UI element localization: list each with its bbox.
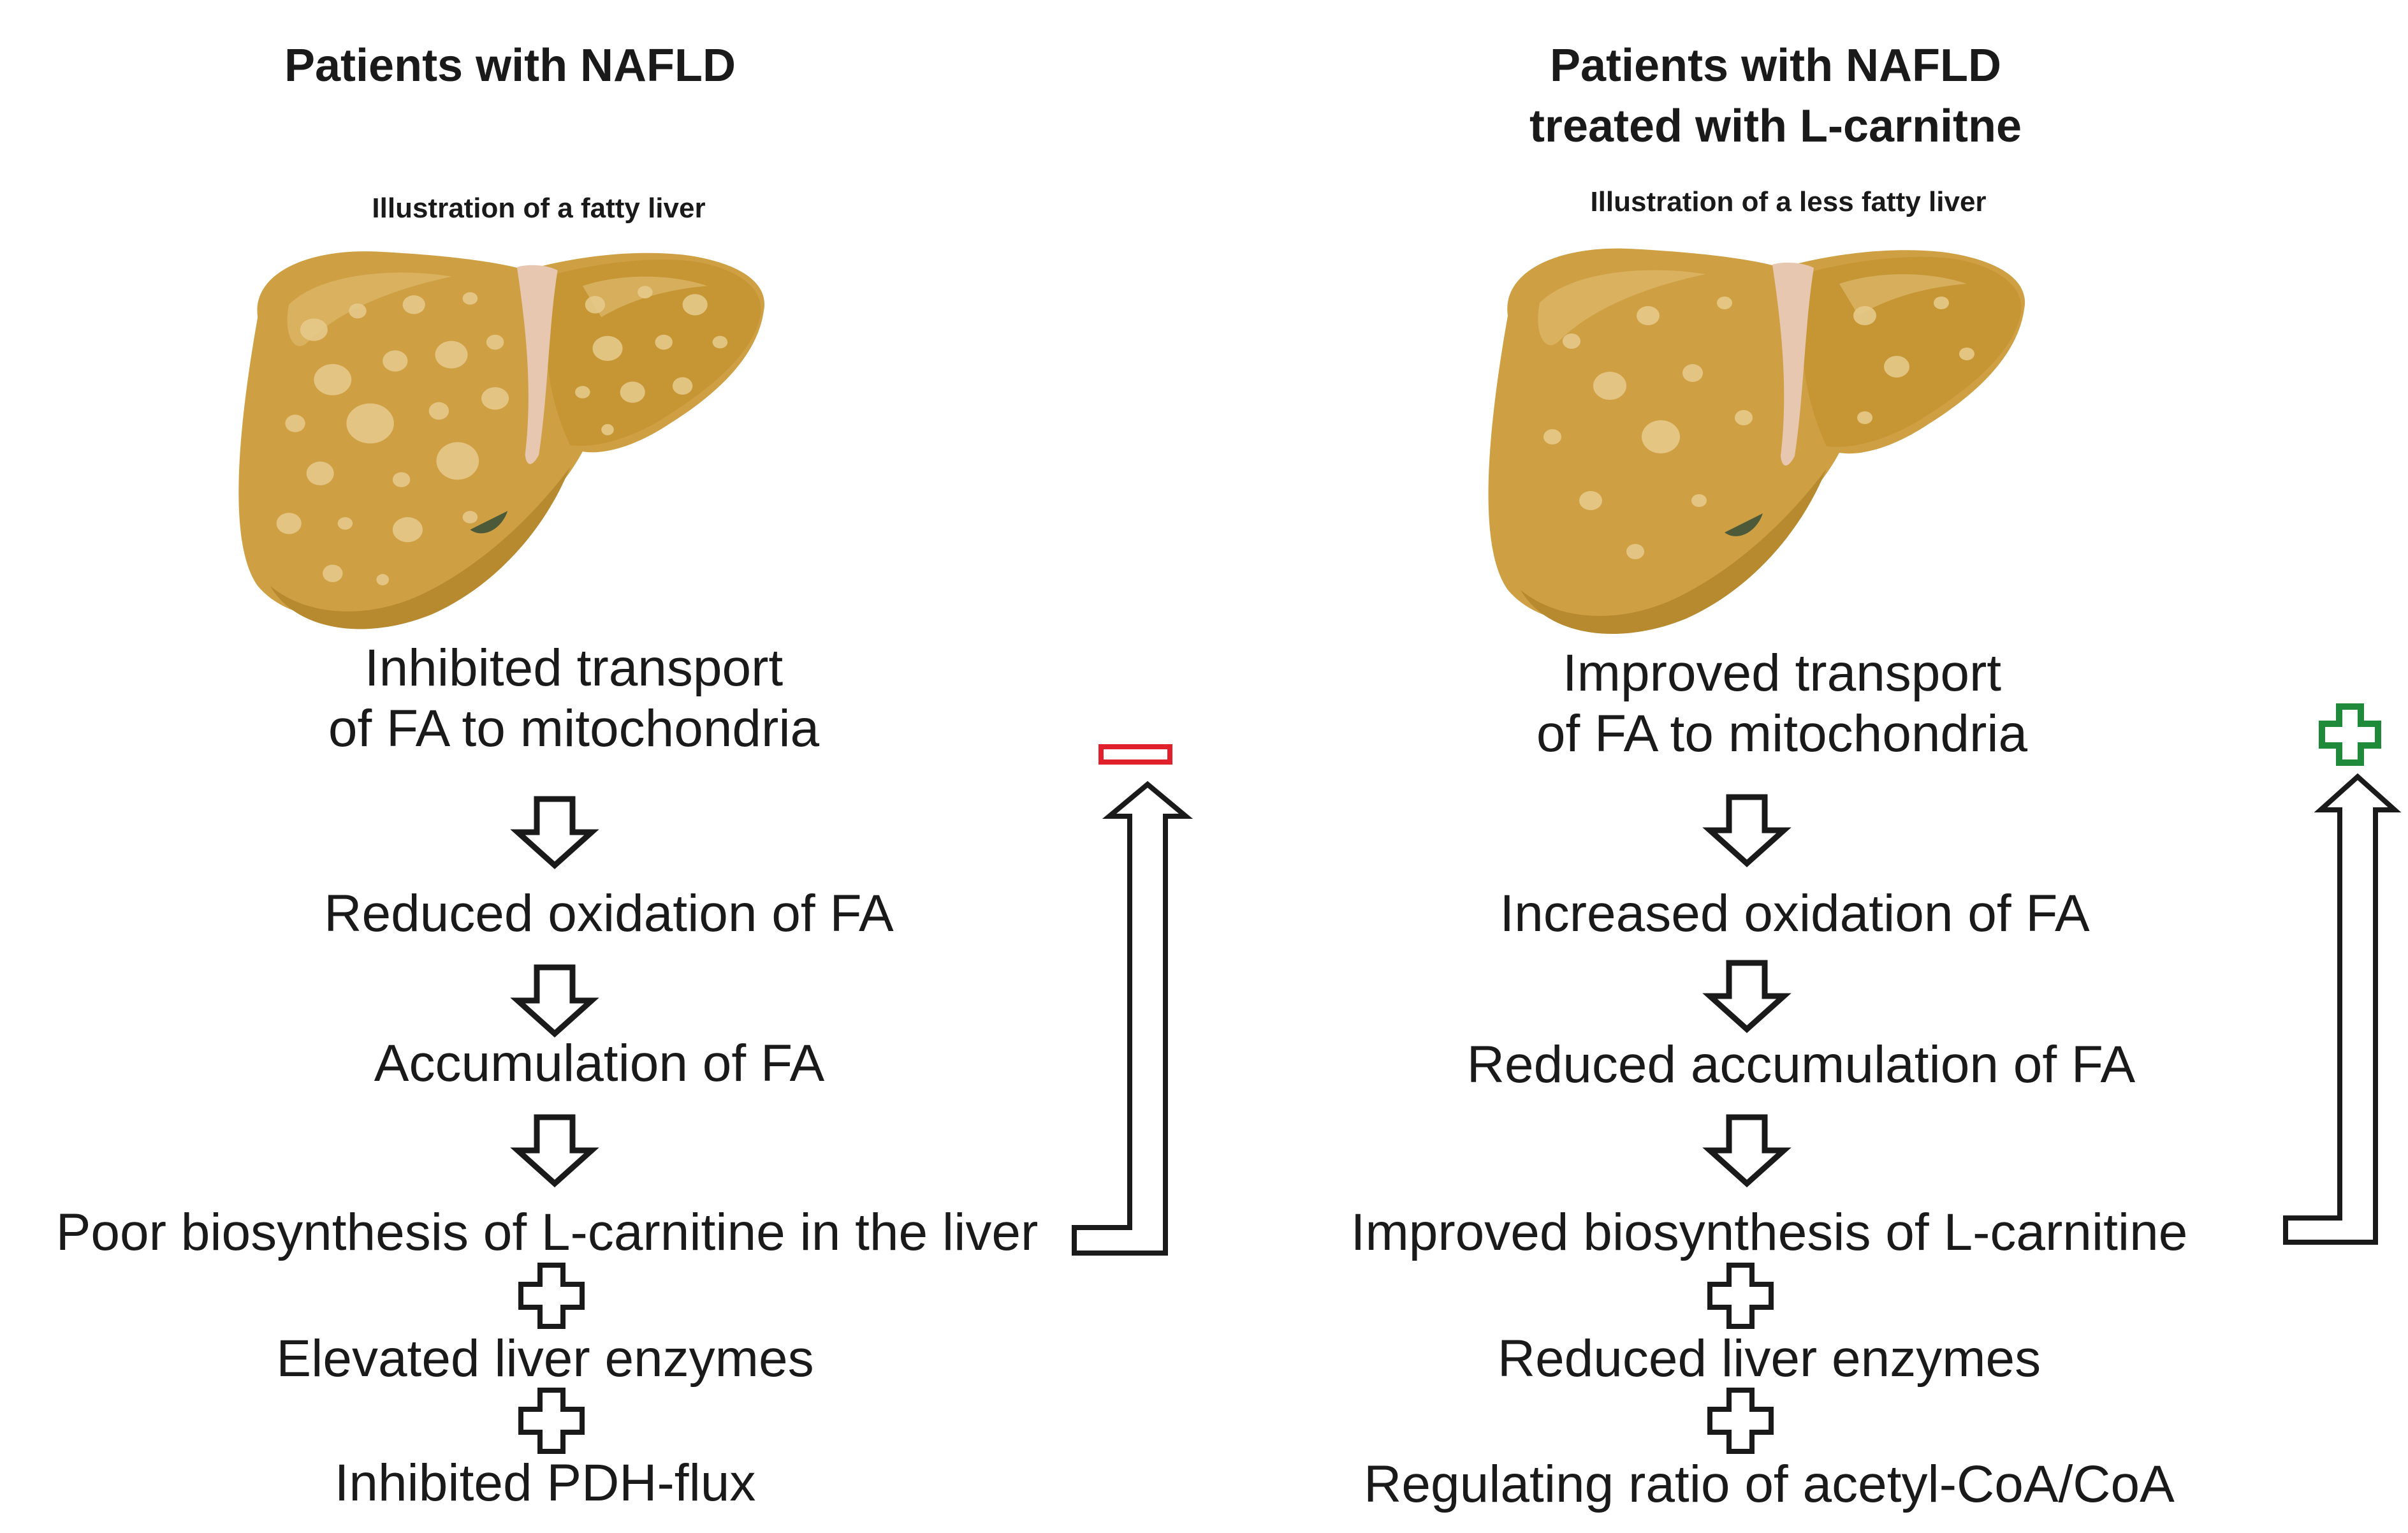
left-feedback-arrow-icon xyxy=(1072,781,1193,1256)
left-plus-icon-1 xyxy=(521,1265,582,1326)
left-step-enzymes: Elevated liver enzymes xyxy=(276,1330,814,1388)
right-title-line2: treated with L-carnitne xyxy=(1529,101,2022,152)
left-step-transport-line2: of FA to mitochondria xyxy=(328,700,820,758)
right-plus-feedback-icon xyxy=(2319,703,2381,766)
left-step-biosynthesis: Poor biosynthesis of L-carnitine in the … xyxy=(55,1203,1039,1261)
right-down-arrow-icon-1 xyxy=(1710,797,1784,863)
right-step-accumulation: Reduced accumulation of FA xyxy=(1466,1036,2136,1094)
left-down-arrow-icon-1 xyxy=(518,799,592,865)
left-step-pdh-flux: Inhibited PDH-flux xyxy=(334,1454,756,1512)
left-liver-caption: Illustration of a fatty liver xyxy=(372,193,706,224)
left-fatty-liver-illustration xyxy=(238,251,765,629)
right-down-arrow-icon-2 xyxy=(1710,963,1784,1029)
right-title-line1: Patients with NAFLD xyxy=(1549,40,2002,91)
left-plus-icon-2 xyxy=(521,1390,582,1451)
right-step-transport-line2: of FA to mitochondria xyxy=(1536,705,2028,763)
right-plus-icon-2 xyxy=(1710,1390,1771,1451)
right-feedback-arrow-icon xyxy=(2283,773,2402,1245)
right-step-acetyl-coa: Regulating ratio of acetyl-CoA/CoA xyxy=(1364,1455,2175,1513)
right-step-transport-line1: Improved transport xyxy=(1562,644,2002,702)
left-step-accumulation: Accumulation of FA xyxy=(374,1034,825,1092)
right-less-fatty-liver-illustration xyxy=(1488,248,2025,634)
left-step-oxidation: Reduced oxidation of FA xyxy=(324,884,894,943)
right-plus-icon-1 xyxy=(1710,1265,1771,1326)
left-down-arrow-icon-3 xyxy=(518,1117,592,1184)
right-step-oxidation: Increased oxidation of FA xyxy=(1500,884,2090,943)
left-title: Patients with NAFLD xyxy=(284,40,736,91)
right-liver-caption: Illustration of a less fatty liver xyxy=(1590,186,1987,217)
left-minus-icon xyxy=(1098,744,1172,765)
right-step-enzymes: Reduced liver enzymes xyxy=(1497,1330,2041,1388)
left-down-arrow-icon-2 xyxy=(518,967,592,1034)
left-step-transport-line1: Inhibited transport xyxy=(364,639,784,697)
right-down-arrow-icon-3 xyxy=(1710,1117,1784,1184)
right-step-biosynthesis: Improved biosynthesis of L-carnitine xyxy=(1350,1203,2188,1261)
